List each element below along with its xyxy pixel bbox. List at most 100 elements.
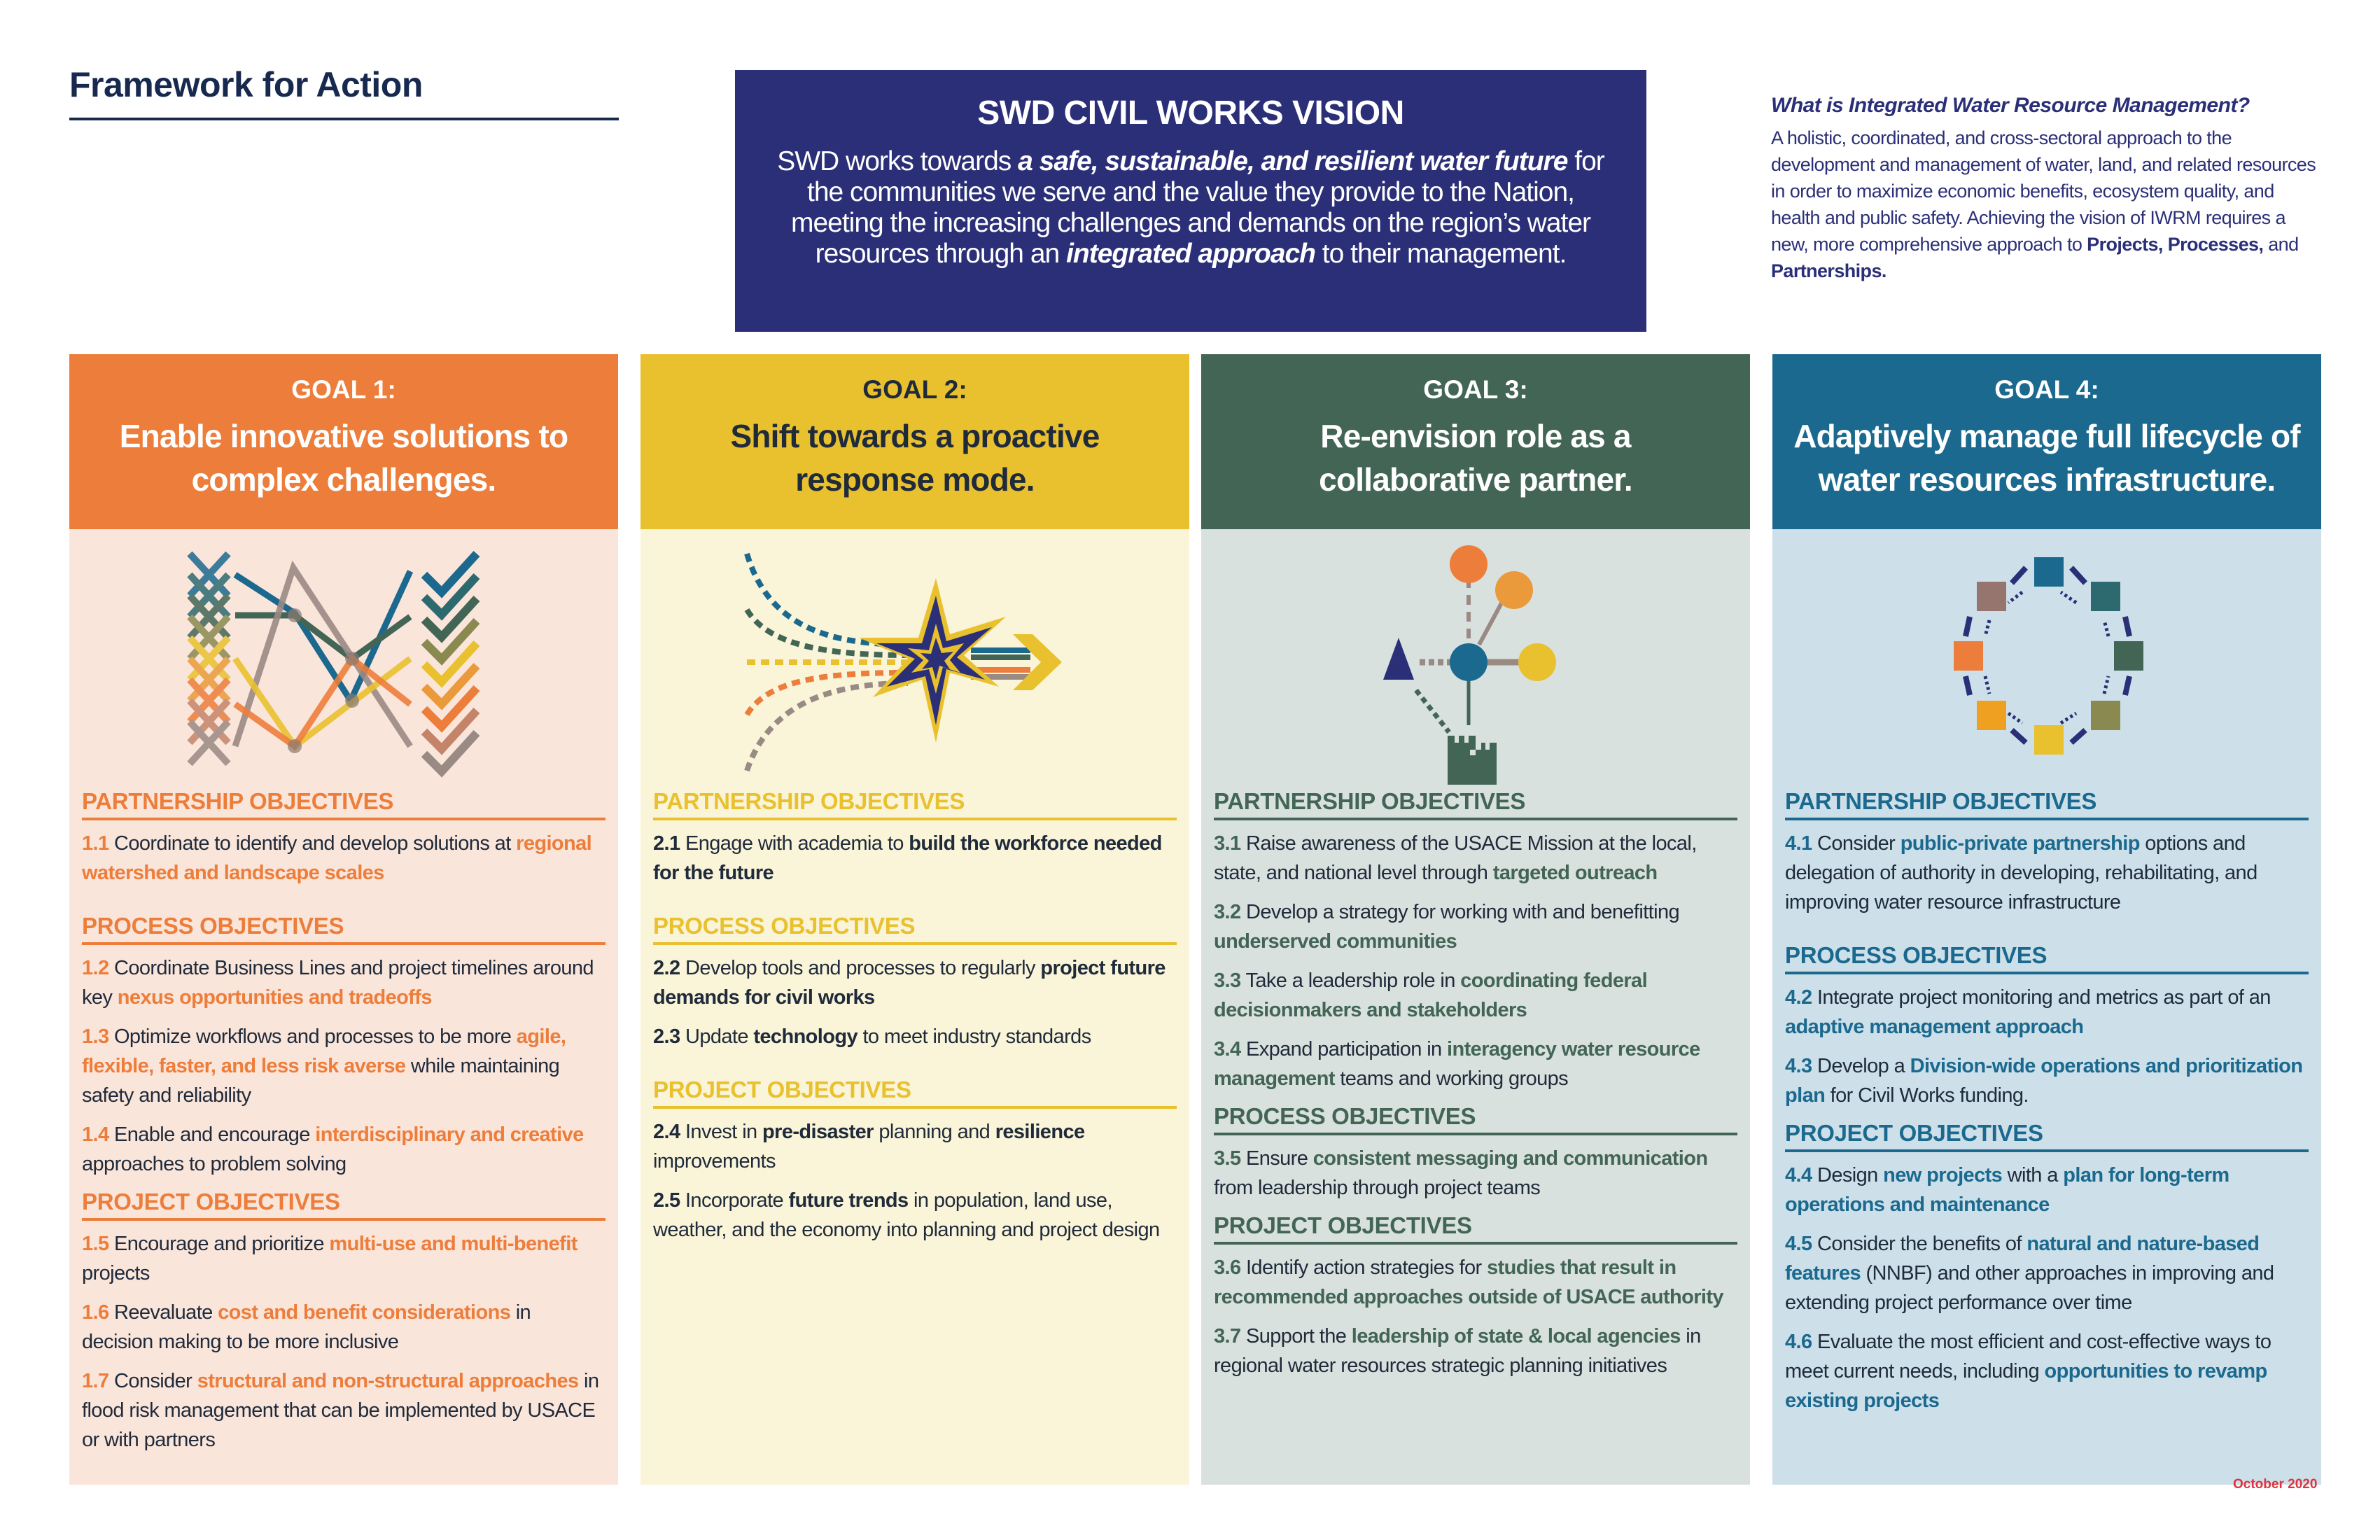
objective-4-4: 4.4 Design new projects with a plan for … [1785,1161,2309,1219]
objective-text: Reevaluate [108,1301,218,1324]
objective-number: 1.5 [82,1233,109,1255]
objective-2-3: 2.3 Update technology to meet industry s… [653,1022,1177,1051]
objective-1-5: 1.5 Encourage and prioritize multi-use a… [82,1229,606,1288]
objective-highlight: natural and nature-based features [1785,1233,2260,1284]
goal-label: GOAL 2: [862,375,967,404]
objective-3-2: 3.2 Develop a strategy for working with … [1214,897,1737,956]
title-underline [69,118,619,120]
objective-text: Raise awareness of the USACE Mission at … [1214,832,1697,884]
goal-label: GOAL 1: [291,375,396,404]
objective-text: from leadership through project teams [1214,1177,1541,1199]
objective-highlight: consistent messaging and communication [1312,1147,1708,1170]
objective-text: while maintaining safety and reliability [82,1055,560,1107]
goal-3-header: GOAL 3: Re-envision role as a collaborat… [1201,354,1750,529]
objective-4-6: 4.6 Evaluate the most efficient and cost… [1785,1327,2309,1415]
objective-1-4: 1.4 Enable and encourage interdisciplina… [82,1120,606,1179]
objective-text: (NNBF) and other approaches in improving… [1785,1262,2274,1314]
objective-2-5: 2.5 Incorporate future trends in populat… [653,1186,1177,1245]
goal-title: Shift towards a proactive response mode. [730,418,1100,498]
objective-number: 1.7 [82,1370,109,1392]
section-title-project: PROJECT OBJECTIVES [82,1189,606,1221]
objective-4-5: 4.5 Consider the benefits of natural and… [1785,1229,2309,1317]
objective-highlight: resilience [995,1121,1085,1143]
objective-3-6: 3.6 Identify action strategies for studi… [1214,1253,1737,1312]
goal-2-header: GOAL 2: Shift towards a proactive respon… [640,354,1189,529]
objective-text: for Civil Works funding. [1825,1084,2029,1107]
objective-number: 3.4 [1214,1038,1241,1060]
objective-4-2: 4.2 Integrate project monitoring and met… [1785,983,2309,1042]
objective-highlight: adaptive management approach [1785,1016,2084,1038]
publication-date: October 2020 [2233,1477,2318,1492]
vision-text-part: to their management. [1315,239,1567,269]
objective-highlight: multi-use and multi-benefit [329,1233,578,1255]
objective-number: 2.1 [653,832,680,855]
objective-1-7: 1.7 Consider structural and non-structur… [82,1366,606,1455]
objective-text: Expand participation in [1240,1038,1448,1060]
objective-highlight: underserved communities [1214,930,1457,953]
section-title-process: PROCESS OBJECTIVES [82,913,606,945]
objective-text: Encourage and prioritize [108,1233,330,1255]
objective-text: Develop a strategy for working with and … [1240,901,1680,923]
section-title-project: PROJECT OBJECTIVES [653,1077,1177,1109]
section-title-process: PROCESS OBJECTIVES [1785,942,2309,974]
objective-number: 4.5 [1785,1233,1812,1255]
objective-text: with a [2002,1164,2064,1186]
objective-number: 3.1 [1214,832,1241,855]
goal-1-body: PARTNERSHIP OBJECTIVES 1.1 Coordinate to… [69,529,618,1485]
objective-highlight: agile, flexible, faster, and less risk a… [82,1026,566,1077]
goal-3-column: GOAL 3: Re-envision role as a collaborat… [1201,354,1750,1485]
objective-4-3: 4.3 Develop a Division-wide operations a… [1785,1051,2309,1110]
objective-highlight: regional watershed and landscape scales [82,832,592,884]
objective-number: 1.3 [82,1026,109,1048]
crossing-lines-checkmarks-icon [82,529,606,788]
objective-text: Update [680,1026,754,1048]
goal-label: GOAL 4: [1994,375,2099,404]
objective-highlight: cost and benefit considerations [218,1301,511,1324]
objective-text: Consider [1812,832,1900,855]
iwrm-definition: What is Integrated Water Resource Manage… [1771,94,2324,284]
vision-box: SWD CIVIL WORKS VISION SWD works towards… [735,70,1646,332]
iwrm-text-part: and [2263,234,2299,255]
goal-4-body: PARTNERSHIP OBJECTIVES 4.1 Consider publ… [1772,529,2321,1485]
objective-number: 4.4 [1785,1164,1812,1186]
section-title-partnership: PARTNERSHIP OBJECTIVES [1785,788,2309,820]
iwrm-emphasis: Projects, Processes, [2087,234,2264,255]
section-title-partnership: PARTNERSHIP OBJECTIVES [82,788,606,820]
goal-2-body: PARTNERSHIP OBJECTIVES 2.1 Engage with a… [640,529,1189,1485]
objective-text: Ensure [1240,1147,1313,1170]
objective-text: Integrate project monitoring and metrics… [1812,986,2271,1009]
objective-1-6: 1.6 Reevaluate cost and benefit consider… [82,1298,606,1357]
objective-highlight: project future demands for civil works [653,957,1166,1009]
goal-1-header: GOAL 1: Enable innovative solutions to c… [69,354,618,529]
objective-text: in flood risk management that can be imp… [82,1370,599,1451]
vision-text-part: SWD works towards [777,146,1018,176]
objective-text: Identify action strategies for [1240,1256,1488,1279]
section-title-project: PROJECT OBJECTIVES [1785,1120,2309,1152]
objective-highlight: pre-disaster [762,1121,874,1143]
iwrm-emphasis: Partnerships. [1771,260,1886,281]
objective-text: to meet industry standards [858,1026,1091,1048]
objective-3-7: 3.7 Support the leadership of state & lo… [1214,1322,1737,1380]
objective-highlight: coordinating federal decisionmakers and … [1214,969,1648,1021]
objective-highlight: future trends [788,1189,909,1212]
objective-text: Consider [108,1370,197,1392]
iwrm-question: What is Integrated Water Resource Manage… [1771,94,2250,117]
objective-2-1: 2.1 Engage with academia to build the wo… [653,829,1177,888]
objective-3-3: 3.3 Take a leadership role in coordinati… [1214,966,1737,1025]
section-title-process: PROCESS OBJECTIVES [1214,1103,1737,1135]
objective-text: in decision making to be more inclusive [82,1301,531,1353]
objective-highlight: interdisciplinary and creative [315,1124,584,1146]
objective-number: 1.6 [82,1301,109,1324]
objective-highlight: interagency water resource management [1214,1038,1700,1090]
objective-text: Incorporate [680,1189,789,1212]
objective-number: 1.4 [82,1124,109,1146]
vision-text: SWD works towards a safe, sustainable, a… [735,146,1646,270]
vision-emphasis-integrated-approach: integrated approach [1066,239,1316,269]
objective-number: 4.1 [1785,832,1812,855]
iwrm-text: A holistic, coordinated, and cross-secto… [1771,125,2324,284]
goal-title: Enable innovative solutions to complex c… [119,418,568,498]
objective-text: Evaluate the most efficient and cost-eff… [1785,1331,2272,1382]
objective-text: Develop tools and processes to regularly [680,957,1041,979]
objective-2-2: 2.2 Develop tools and processes to regul… [653,953,1177,1012]
objective-text: in population, land use, weather, and th… [653,1189,1160,1241]
